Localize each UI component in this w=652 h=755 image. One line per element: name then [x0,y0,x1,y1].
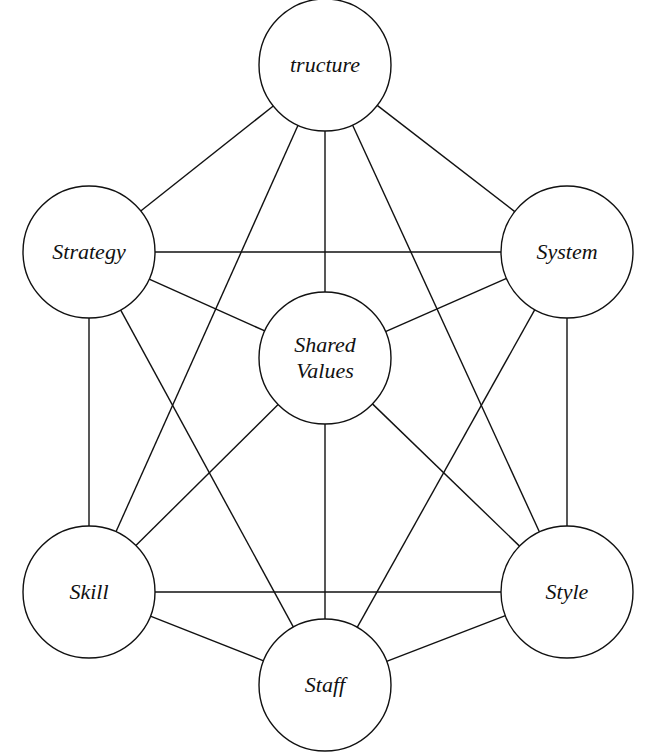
element-label: Shared Values [277,332,373,385]
element-label: Staff [305,672,345,698]
connector-line [150,616,263,661]
circle-outline [501,186,633,318]
element-circle: tructure [258,0,392,132]
element-circle: Shared Values [258,291,392,425]
element-circle: Skill [22,525,156,659]
element-label: Style [546,579,589,605]
connector-line [385,278,506,331]
connector-line [372,404,519,546]
connector-line [155,591,501,592]
circle-outline [501,526,633,658]
circle-outline [259,619,391,751]
connector-line [155,251,501,252]
element-label: Strategy [52,239,125,265]
element-label: tructure [290,52,360,78]
element-label: System [536,239,597,265]
connector-line [149,279,265,331]
connector-line [324,131,325,292]
connector-line [136,404,278,545]
element-label: Skill [69,579,108,605]
circle-outline [259,292,391,424]
circle-outline [23,526,155,658]
element-circle: Staff [258,618,392,752]
connector-line [141,106,274,211]
element-circle: Style [500,525,634,659]
connector-line [88,318,89,526]
connector-line [324,424,325,619]
element-circle: System [500,185,634,319]
circle-outline [23,186,155,318]
circle-outline [259,0,391,131]
connector-line [387,616,506,662]
element-circle: Strategy [22,185,156,319]
connector-line [377,105,515,211]
connector-line [566,318,567,526]
